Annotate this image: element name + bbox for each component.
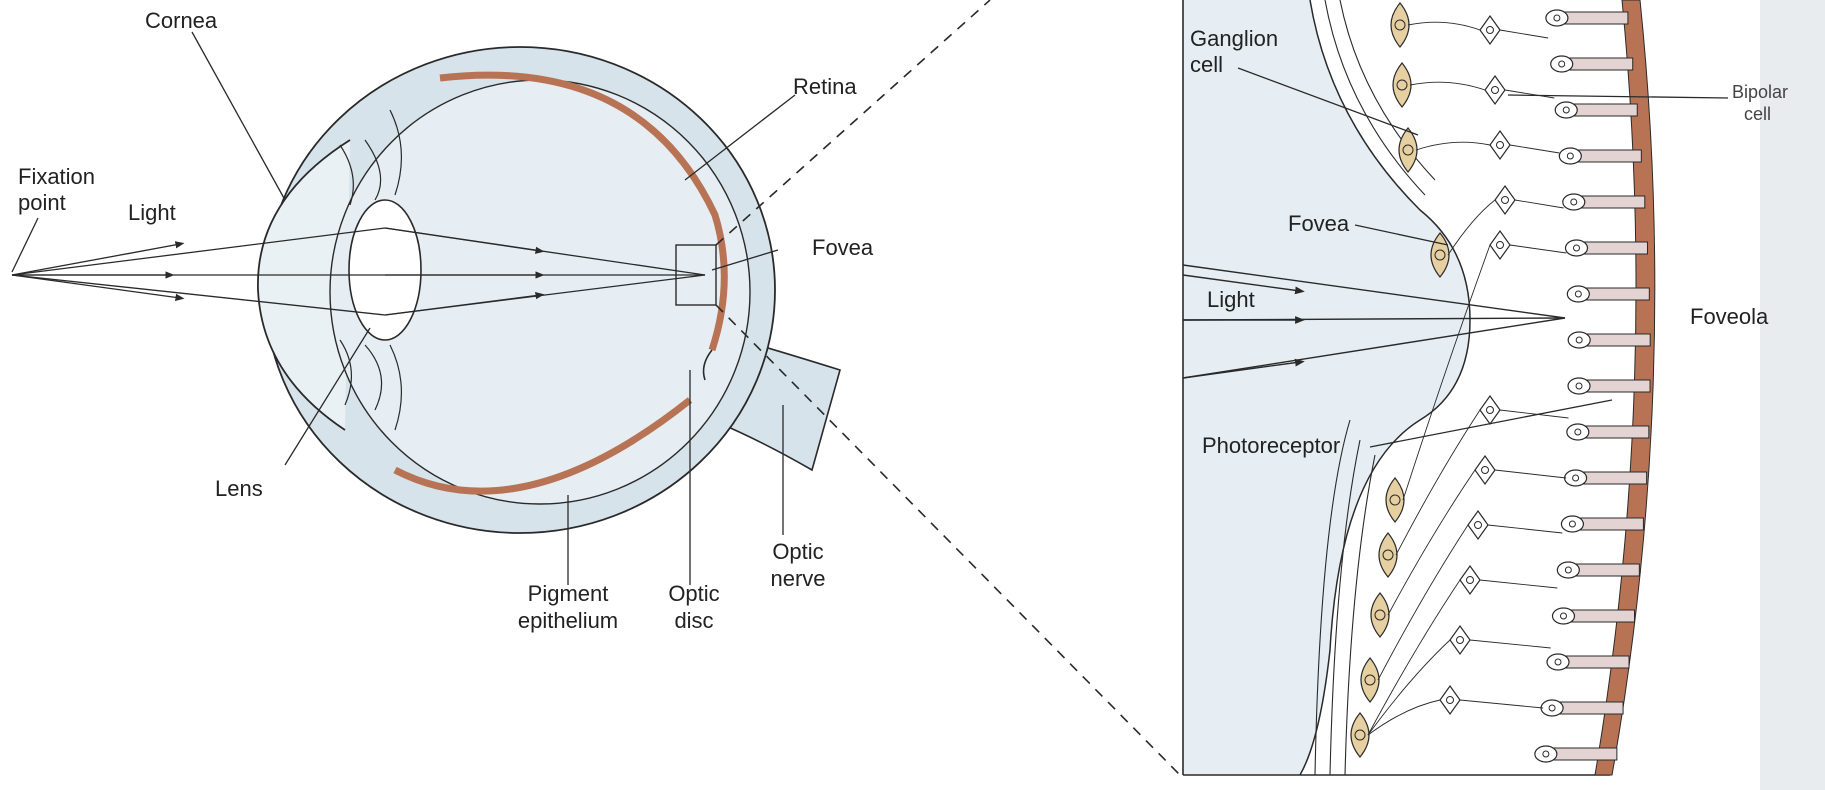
label-optic-disc-2: disc	[674, 608, 713, 633]
photoreceptor-nucleus	[1568, 378, 1590, 394]
label-fovea: Fovea	[812, 235, 874, 260]
photoreceptor	[1582, 196, 1645, 208]
label-retina: Retina	[793, 74, 857, 99]
photoreceptor	[1565, 12, 1628, 24]
label-optic-disc-1: Optic	[668, 581, 719, 606]
photoreceptor	[1570, 58, 1633, 70]
label-detail-fovea: Fovea	[1288, 211, 1350, 236]
photoreceptor-nucleus	[1567, 286, 1589, 302]
label-bipolar-cell-2: cell	[1744, 104, 1771, 124]
photoreceptor-nucleus	[1552, 608, 1574, 624]
label-pigment-epithelium-2: epithelium	[518, 608, 618, 633]
photoreceptor-nucleus	[1555, 102, 1577, 118]
photoreceptor	[1580, 518, 1643, 530]
photoreceptor	[1586, 426, 1649, 438]
photoreceptor	[1554, 748, 1617, 760]
label-photoreceptor: Photoreceptor	[1202, 433, 1340, 458]
photoreceptor-nucleus	[1567, 424, 1589, 440]
label-light: Light	[128, 200, 176, 225]
photoreceptor	[1560, 702, 1623, 714]
photoreceptor-nucleus	[1565, 470, 1587, 486]
photoreceptor-nucleus	[1568, 332, 1590, 348]
photoreceptor	[1584, 242, 1647, 254]
photoreceptor-nucleus	[1541, 700, 1563, 716]
photoreceptor	[1578, 150, 1641, 162]
lens	[349, 200, 421, 340]
label-fixation-point-1: Fixation	[18, 164, 95, 189]
photoreceptor-nucleus	[1561, 516, 1583, 532]
photoreceptor-nucleus	[1565, 240, 1587, 256]
label-foveola: Foveola	[1690, 304, 1769, 329]
retina-detail	[1183, 0, 1825, 790]
label-optic-nerve-1: Optic	[772, 539, 823, 564]
photoreceptor	[1587, 380, 1650, 392]
photoreceptor	[1566, 656, 1629, 668]
label-fixation-point-2: point	[18, 190, 66, 215]
label-detail-light: Light	[1207, 287, 1255, 312]
photoreceptor-nucleus	[1557, 562, 1579, 578]
label-pigment-epithelium-1: Pigment	[528, 581, 609, 606]
photoreceptor	[1571, 610, 1634, 622]
photoreceptor	[1584, 472, 1647, 484]
photoreceptor	[1587, 334, 1650, 346]
label-cornea: Cornea	[145, 8, 218, 33]
photoreceptor-nucleus	[1546, 10, 1568, 26]
photoreceptor-nucleus	[1547, 654, 1569, 670]
photoreceptor	[1576, 564, 1639, 576]
eye-cross-section	[12, 32, 840, 585]
label-ganglion-cell-2: cell	[1190, 52, 1223, 77]
photoreceptor-nucleus	[1563, 194, 1585, 210]
label-ganglion-cell-1: Ganglion	[1190, 26, 1278, 51]
photoreceptor-nucleus	[1551, 56, 1573, 72]
label-optic-nerve-2: nerve	[770, 566, 825, 591]
photoreceptor-nucleus	[1559, 148, 1581, 164]
label-lens: Lens	[215, 476, 263, 501]
label-bipolar-cell-1: Bipolar	[1732, 82, 1788, 102]
photoreceptor-nucleus	[1535, 746, 1557, 762]
photoreceptor	[1574, 104, 1637, 116]
photoreceptor	[1586, 288, 1649, 300]
